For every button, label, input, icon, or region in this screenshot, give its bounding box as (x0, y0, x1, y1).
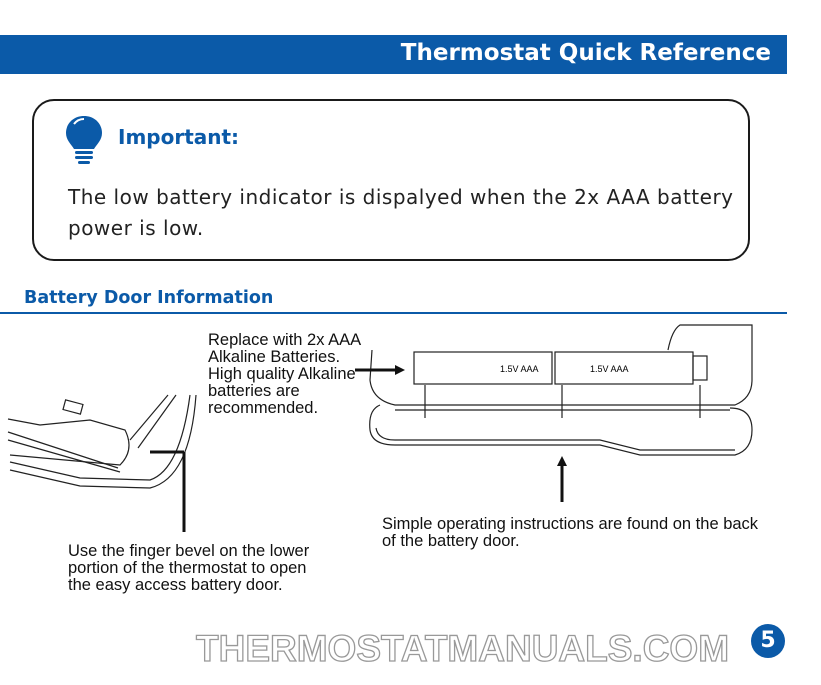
page-header-title: Thermostat Quick Reference (400, 40, 771, 66)
header-bar: Thermostat Quick Reference (0, 35, 787, 74)
important-text: The low battery indicator is dispalyed w… (68, 185, 734, 240)
instructions-caption: Simple operating instructions are found … (382, 515, 759, 550)
important-label: Important: (118, 125, 240, 149)
battery-label-2: 1.5V AAA (590, 364, 629, 374)
important-callout (32, 99, 750, 261)
section-divider (0, 312, 787, 314)
page-number: 5 (751, 624, 785, 658)
battery-label-1: 1.5V AAA (500, 364, 539, 374)
watermark: THERMOSTATMANUALS.COM (195, 627, 730, 669)
lightbulb-icon (66, 116, 102, 164)
replace-batteries-caption: Replace with 2x AAA Alkaline Batteries. … (208, 331, 361, 417)
section-title: Battery Door Information (24, 288, 274, 308)
finger-bevel-caption: Use the finger bevel on the lower portio… (68, 542, 310, 594)
